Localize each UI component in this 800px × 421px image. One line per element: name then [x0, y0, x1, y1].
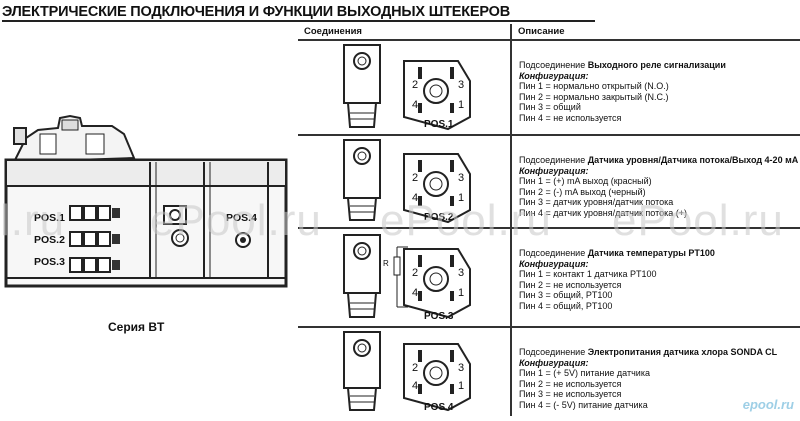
connector-diagram-cell: 2 3 4 1 POS.4 [298, 327, 512, 416]
description-cell: Подсоединение Датчика температуры PT100 … [511, 228, 800, 328]
config-label: Конфигурация: [519, 70, 589, 81]
pin-label: 3 [458, 362, 465, 374]
resistor-symbol [393, 256, 401, 276]
table-row: 2 3 4 1 POS.1 Подсоединение Выходного ре… [298, 40, 800, 136]
pin-label: 1 [458, 287, 465, 299]
description-cell: Подсоединение Датчика уровня/Датчика пот… [511, 135, 800, 229]
desc-title: Датчика температуры PT100 [587, 248, 715, 258]
connector-caption: POS.4 [424, 402, 454, 413]
desc-prefix: Подсоединение [519, 60, 588, 70]
device-pos2-label: POS.2 [34, 234, 65, 246]
table-row: 2 3 4 1 POS.2 Подсоединение Датчика уров… [298, 135, 800, 229]
pin-line: Пин 3 = датчик уровня/датчик потока [519, 197, 674, 208]
title-underline [2, 20, 595, 22]
plug-diagram [343, 234, 471, 319]
description-cell: Подсоединение Выходного реле сигнализаци… [511, 40, 800, 136]
desc-title: Выходного реле сигнализации [587, 60, 726, 70]
connector-diagram-cell: R 2 3 4 1 POS.3 [298, 228, 512, 328]
pin-label: 2 [412, 362, 419, 374]
plug-diagram [343, 139, 471, 224]
connections-table: Соединения Описание [298, 24, 800, 416]
plug-diagram [343, 331, 471, 412]
pin-label: 4 [412, 287, 419, 299]
plug-diagram [343, 44, 471, 131]
pin-label: 3 [458, 79, 465, 91]
config-label: Конфигурация: [519, 165, 589, 176]
pin-label: 3 [458, 172, 465, 184]
pin-line: Пин 2 = не используется [519, 279, 622, 290]
config-label: Конфигурация: [519, 258, 589, 269]
device-pos3-label: POS.3 [34, 256, 65, 268]
connector-pos3 [69, 257, 120, 273]
pin-line: Пин 3 = не используется [519, 389, 622, 400]
connector-caption: POS.1 [424, 119, 454, 130]
pin-line: Пин 4 = (- 5V) питание датчика [519, 399, 648, 410]
connector-pos2 [69, 231, 120, 247]
desc-prefix: Подсоединение [519, 248, 588, 258]
pin-label: 4 [412, 380, 419, 392]
pin-line: Пин 4 = не используется [519, 112, 622, 123]
pin-label: 4 [412, 99, 419, 111]
pin-line: Пин 1 = (+) mA выход (красный) [519, 176, 652, 187]
desc-prefix: Подсоединение [519, 347, 588, 357]
connector-diagram-cell: 2 3 4 1 POS.2 [298, 135, 512, 229]
pin-line: Пин 2 = не используется [519, 378, 622, 389]
description-cell: Подсоединение Электропитания датчика хло… [511, 327, 800, 416]
connector-pos1 [69, 205, 120, 221]
pin-line: Пин 2 = нормально закрытый (N.C.) [519, 91, 669, 102]
header-connections: Соединения [298, 24, 512, 41]
connector-diagram-cell: 2 3 4 1 POS.1 [298, 40, 512, 136]
series-caption: Серия BT [108, 320, 165, 334]
device-pos1-label: POS.1 [34, 212, 65, 224]
pin-label: 4 [412, 192, 419, 204]
site-logo[interactable]: epool.ru [742, 397, 794, 412]
device-illustration [4, 114, 288, 288]
pin-label: 1 [458, 380, 465, 392]
header-description: Описание [511, 24, 800, 41]
table-row: R 2 3 4 1 POS.3 Подсоединение Датчика те… [298, 228, 800, 328]
pin-label: 1 [458, 192, 465, 204]
pin-line: Пин 3 = общий, PT100 [519, 290, 613, 301]
resistor-label: R [383, 259, 389, 268]
connector-caption: POS.3 [424, 311, 454, 322]
pin-label: 2 [412, 79, 419, 91]
pin-line: Пин 1 = (+ 5V) питание датчика [519, 368, 650, 379]
pin-label: 2 [412, 267, 419, 279]
pin-line: Пин 1 = контакт 1 датчика PT100 [519, 269, 657, 280]
connector-caption: POS.2 [424, 212, 454, 223]
desc-prefix: Подсоединение [519, 155, 588, 165]
desc-title: Датчика уровня/Датчика потока/Выход 4-20… [587, 155, 799, 165]
pin-label: 3 [458, 267, 465, 279]
config-label: Конфигурация: [519, 357, 589, 368]
device-pos4-label: POS.4 [226, 212, 257, 224]
pin-line: Пин 3 = общий [519, 102, 581, 113]
pin-label: 1 [458, 99, 465, 111]
table-row: 2 3 4 1 POS.4 Подсоединение Электропитан… [298, 327, 800, 416]
pin-line: Пин 4 = общий, PT100 [519, 300, 613, 311]
pin-line: Пин 4 = датчик уровня/датчик потока (+) [519, 207, 688, 218]
page-title: ЭЛЕКТРИЧЕСКИЕ ПОДКЛЮЧЕНИЯ И ФУНКЦИИ ВЫХО… [2, 4, 510, 20]
pin-label: 2 [412, 172, 419, 184]
desc-title: Электропитания датчика хлора SONDA CL [587, 347, 778, 357]
pin-line: Пин 1 = нормально открытый (N.O.) [519, 81, 669, 92]
pin-line: Пин 2 = (-) mA выход (черный) [519, 186, 646, 197]
